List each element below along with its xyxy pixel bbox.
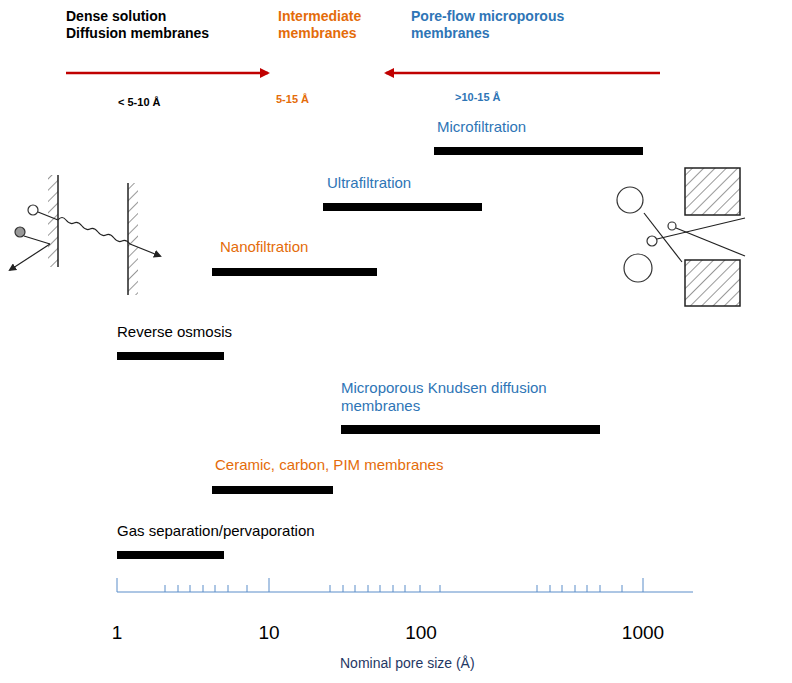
process-label: Ultrafiltration <box>327 174 411 192</box>
axis-tick-label: 1 <box>112 622 123 645</box>
dense-membrane-illustration <box>10 175 160 295</box>
red-arrow <box>386 72 660 75</box>
size-range: < 5-10 Å <box>118 96 161 109</box>
process-label: Gas separation/pervaporation <box>117 522 315 540</box>
category-heading: Intermediate membranes <box>278 8 386 42</box>
axis-tick-label: 10 <box>258 622 279 645</box>
process-label: Ceramic, carbon, PIM membranes <box>215 456 443 474</box>
axis <box>117 578 693 592</box>
red-arrow <box>66 72 268 75</box>
porous-membrane-illustration <box>617 168 745 306</box>
process-label: Reverse osmosis <box>117 323 232 341</box>
process-label: Nanofiltration <box>220 238 308 256</box>
size-range: >10-15 Å <box>455 91 501 104</box>
process-label: Microporous Knudsen diffusion membranes <box>341 379 581 415</box>
axis-title: Nominal pore size (Å) <box>340 655 475 672</box>
category-heading: Dense solution Diffusion membranes <box>66 8 216 42</box>
axis-tick-label: 100 <box>405 622 437 645</box>
range-bars <box>117 147 643 559</box>
size-range: 5-15 Å <box>276 93 309 106</box>
process-label: Microfiltration <box>437 118 526 136</box>
axis-tick-label: 1000 <box>622 622 664 645</box>
category-heading: Pore-flow microporous membranes <box>411 8 591 42</box>
